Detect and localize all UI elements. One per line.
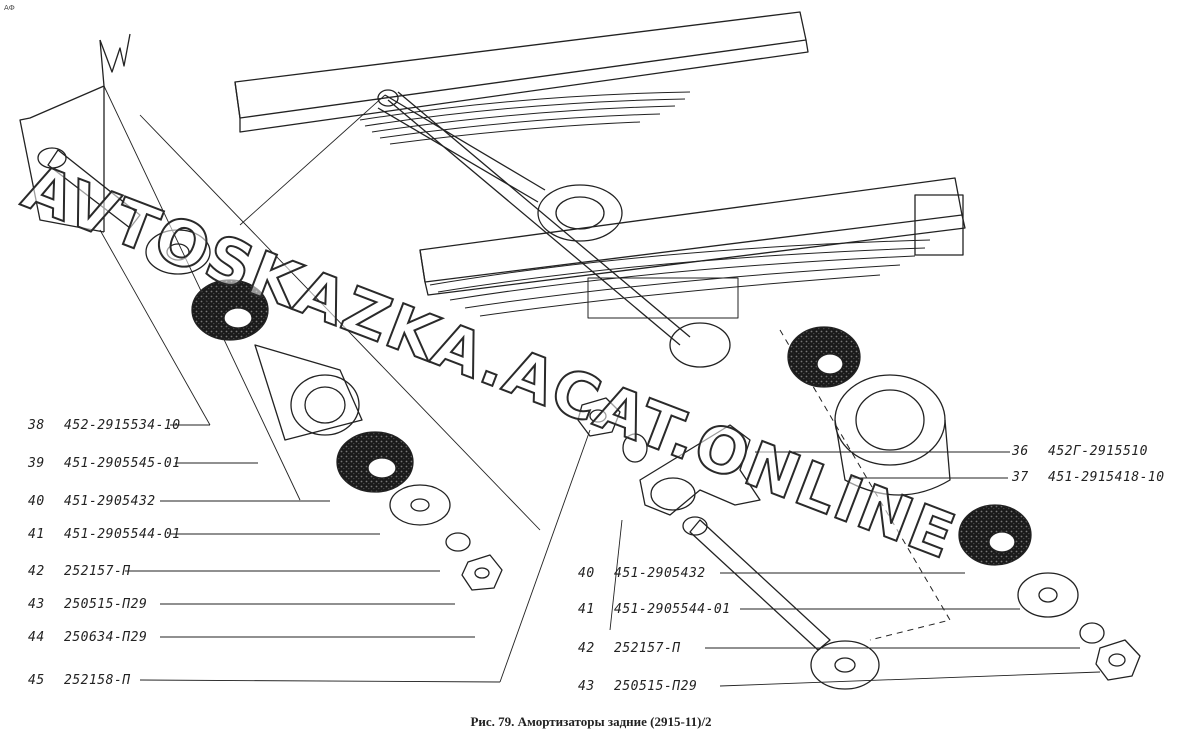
spring-washer-right xyxy=(1079,622,1105,644)
corner-mark: АФ xyxy=(4,4,15,12)
rubber-bushing-40d xyxy=(958,504,1032,566)
rubber-bushing-40c xyxy=(787,326,861,388)
leaf-spring-lower xyxy=(429,239,931,319)
spring-washer-45 xyxy=(622,433,648,463)
lever-36 xyxy=(639,424,761,516)
washer-41 xyxy=(389,484,451,526)
axle-housing xyxy=(387,91,731,368)
washer-right xyxy=(1017,572,1079,618)
dashed-boundary xyxy=(779,329,951,641)
figure-caption: Рис. 79. Амортизаторы задние (2915-11)/2 xyxy=(470,714,712,729)
bushing-sleeve-37 xyxy=(834,374,951,496)
nut-44 xyxy=(577,397,621,437)
leader-lines xyxy=(125,424,1101,687)
nut-43 xyxy=(461,554,503,591)
washer-39 xyxy=(145,229,211,275)
stud-bolt-38 xyxy=(37,147,141,229)
rubber-bushing-40b xyxy=(336,431,414,493)
rubber-bushing-40a xyxy=(191,279,269,341)
frame-rail-upper xyxy=(234,11,809,133)
nut-right xyxy=(1095,639,1141,681)
guide-lines xyxy=(99,85,623,683)
stud-bolt-right xyxy=(682,516,831,651)
mounting-bracket xyxy=(19,33,131,233)
shock-absorber-upper xyxy=(377,89,546,203)
shock-eye-sleeve xyxy=(254,344,363,441)
spring-washer-42 xyxy=(445,532,471,552)
washer-bottom xyxy=(810,640,880,690)
